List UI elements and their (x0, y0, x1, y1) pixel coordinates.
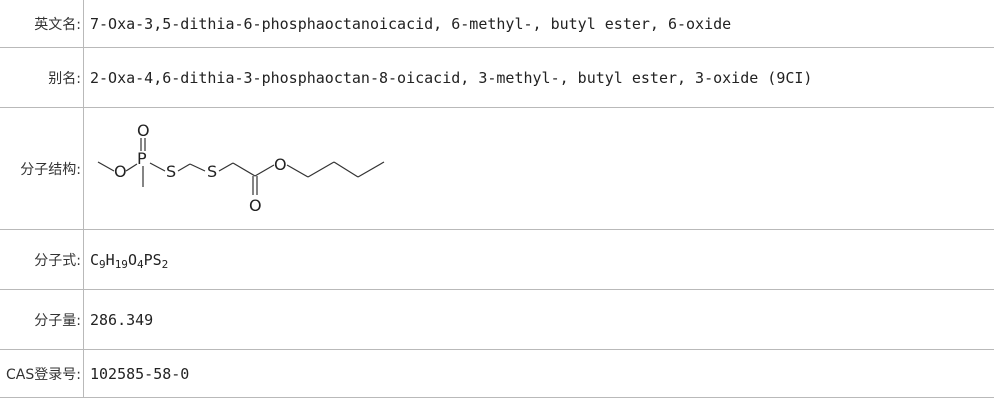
formula-o-count: 4 (137, 258, 144, 271)
formula-h: H (106, 251, 115, 269)
cas-value: 102585-58-0 (84, 350, 994, 398)
formula-h-count: 19 (115, 258, 128, 271)
formula-o: O (128, 251, 137, 269)
formula-c-count: 9 (99, 258, 106, 271)
formula-value: C9H19O4PS2 (84, 230, 994, 290)
mol-weight-value: 286.349 (84, 290, 994, 350)
atom-s1: S (166, 162, 176, 181)
atom-s2: S (207, 162, 217, 181)
row-english-name: 英文名: 7-Oxa-3,5-dithia-6-phosphaoctanoica… (0, 0, 994, 48)
structure-label: 分子结构: (0, 108, 84, 230)
atom-o-ester: O (114, 162, 127, 181)
formula-label: 分子式: (0, 230, 84, 290)
row-formula: 分子式: C9H19O4PS2 (0, 230, 994, 290)
row-alias: 别名: 2-Oxa-4,6-dithia-3-phosphaoctan-8-oi… (0, 48, 994, 108)
row-cas: CAS登录号: 102585-58-0 (0, 350, 994, 398)
molecular-structure-diagram: O P O S S O O (90, 114, 410, 224)
english-name-label: 英文名: (0, 0, 84, 48)
row-mol-weight: 分子量: 286.349 (0, 290, 994, 350)
atom-o-top: O (137, 121, 150, 140)
alias-label: 别名: (0, 48, 84, 108)
formula-ps: PS (144, 251, 162, 269)
row-structure: 分子结构: (0, 108, 994, 230)
structure-cell: O P O S S O O (84, 108, 994, 230)
alias-value: 2-Oxa-4,6-dithia-3-phosphaoctan-8-oicaci… (84, 48, 994, 108)
mol-weight-label: 分子量: (0, 290, 84, 350)
cas-label: CAS登录号: (0, 350, 84, 398)
atom-p: P (137, 149, 147, 168)
formula-s-count: 2 (162, 258, 169, 271)
english-name-value: 7-Oxa-3,5-dithia-6-phosphaoctanoicacid, … (84, 0, 994, 48)
formula-c: C (90, 251, 99, 269)
atom-o-chain: O (274, 155, 287, 174)
atom-o-carbonyl: O (249, 196, 262, 215)
